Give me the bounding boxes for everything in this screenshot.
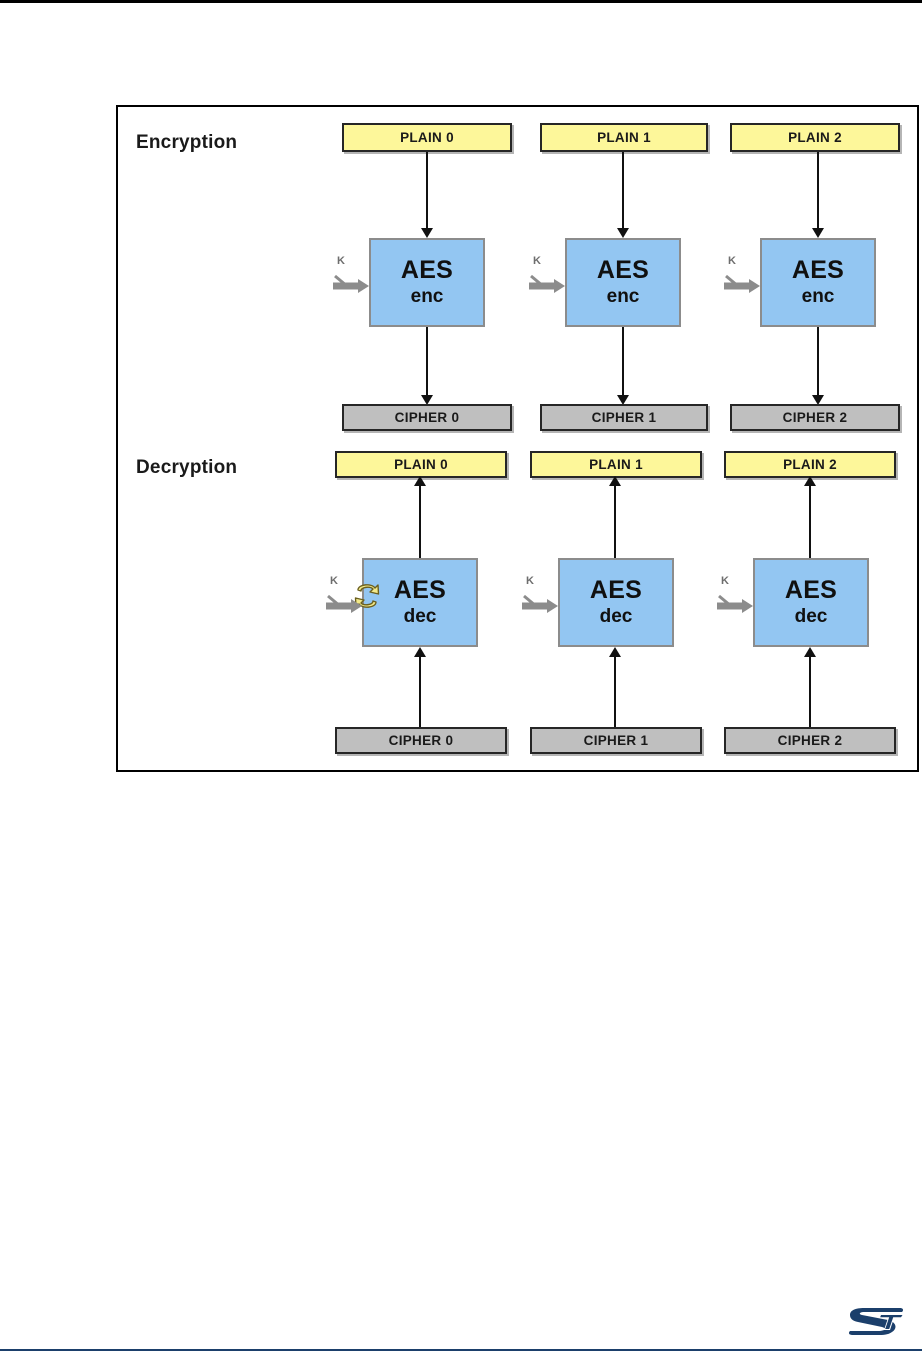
cipher-box-dec-2: CIPHER 2 [724,727,896,754]
arrow-aes-to-cipher-enc-1 [622,327,624,397]
plain-box-enc-1: PLAIN 1 [540,123,708,152]
arrow-plain-to-aes-enc-2 [817,152,819,230]
key-label-enc-0: K [337,255,345,267]
arrow-cipher-to-aes-dec-1 [614,656,616,728]
arrowhead-aes-to-cipher-enc-2 [812,395,824,405]
arrowhead-cipher-to-aes-dec-0 [414,647,426,657]
plain-box-enc-2: PLAIN 2 [730,123,900,152]
arrow-plain-to-aes-enc-1 [622,152,624,230]
key-arrow-icon-dec-1 [522,594,558,613]
key-label-dec-1: K [526,575,534,587]
key-label-dec-0: K [330,575,338,587]
aes-title-dec-2: AES [784,576,838,605]
aes-sub-dec-1: dec [599,605,633,627]
aes-block-dec-1: AES dec [558,558,674,647]
arrowhead-aes-to-cipher-enc-1 [617,395,629,405]
plain-box-dec-0: PLAIN 0 [335,451,507,478]
arrow-aes-to-cipher-enc-2 [817,327,819,397]
aes-sub-dec-2: dec [794,605,828,627]
plain-box-dec-1: PLAIN 1 [530,451,702,478]
aes-block-enc-2: AES enc [760,238,876,327]
key-derivation-cycle-icon [354,584,380,608]
aes-title-dec-0: AES [393,576,447,605]
arrowhead-aes-to-plain-dec-0 [414,476,426,486]
arrowhead-aes-to-cipher-enc-0 [421,395,433,405]
key-arrow-icon-enc-2 [724,274,760,293]
arrowhead-cipher-to-aes-dec-2 [804,647,816,657]
aes-title-enc-2: AES [791,256,845,285]
key-arrow-icon-dec-2 [717,594,753,613]
key-label-dec-2: K [721,575,729,587]
aes-sub-enc-1: enc [606,285,640,307]
arrow-aes-to-plain-dec-1 [614,485,616,558]
aes-block-dec-2: AES dec [753,558,869,647]
aes-title-enc-0: AES [400,256,454,285]
aes-sub-dec-0: dec [403,605,437,627]
aes-block-dec-0: AES dec [362,558,478,647]
key-label-enc-2: K [728,255,736,267]
figure-frame: Encryption PLAIN 0 PLAIN 1 PLAIN 2 AES e… [116,105,919,772]
key-arrow-icon-dec-0 [326,594,362,613]
plain-box-dec-2: PLAIN 2 [724,451,896,478]
plain-box-enc-0: PLAIN 0 [342,123,512,152]
section-label-decryption: Decryption [136,457,238,478]
arrow-plain-to-aes-enc-0 [426,152,428,230]
aes-title-dec-1: AES [589,576,643,605]
arrowhead-plain-to-aes-enc-0 [421,228,433,238]
cipher-box-dec-0: CIPHER 0 [335,727,507,754]
page-top-rule [0,0,922,3]
arrow-cipher-to-aes-dec-0 [419,656,421,728]
arrowhead-aes-to-plain-dec-2 [804,476,816,486]
arrowhead-plain-to-aes-enc-1 [617,228,629,238]
cipher-box-enc-2: CIPHER 2 [730,404,900,431]
section-label-encryption: Encryption [136,132,238,153]
aes-block-enc-0: AES enc [369,238,485,327]
arrowhead-aes-to-plain-dec-1 [609,476,621,486]
cipher-box-dec-1: CIPHER 1 [530,727,702,754]
arrow-aes-to-plain-dec-2 [809,485,811,558]
key-arrow-icon-enc-1 [529,274,565,293]
aes-title-enc-1: AES [596,256,650,285]
arrowhead-cipher-to-aes-dec-1 [609,647,621,657]
aes-sub-enc-2: enc [801,285,835,307]
cipher-box-enc-1: CIPHER 1 [540,404,708,431]
arrow-cipher-to-aes-dec-2 [809,656,811,728]
arrow-aes-to-plain-dec-0 [419,485,421,558]
aes-sub-enc-0: enc [410,285,444,307]
cipher-box-enc-0: CIPHER 0 [342,404,512,431]
key-label-enc-1: K [533,255,541,267]
arrow-aes-to-cipher-enc-0 [426,327,428,397]
aes-block-enc-1: AES enc [565,238,681,327]
arrowhead-plain-to-aes-enc-2 [812,228,824,238]
key-arrow-icon-enc-0 [333,274,369,293]
st-logo [848,1308,904,1335]
page-bottom-rule [0,1349,922,1351]
